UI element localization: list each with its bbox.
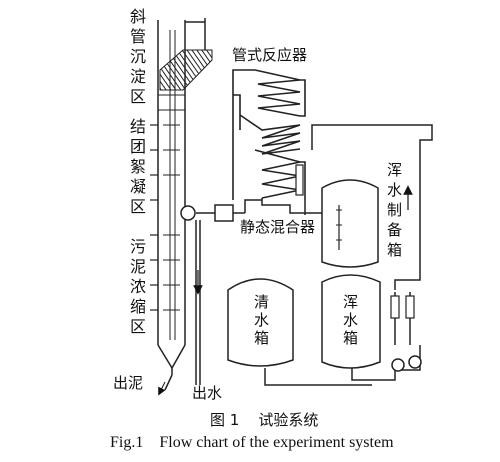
static-mixer-label: 静态混合器 xyxy=(240,218,315,236)
zone-label-sloped-tube-4: 淀 xyxy=(130,67,146,86)
caption-chinese: 图 1 试验系统 xyxy=(210,411,318,429)
zone-label-sloped-tube-2: 管 xyxy=(130,27,146,46)
zone-label-sloped-tube-1: 斜 xyxy=(130,7,146,26)
turbid-tank-label-2: 水 xyxy=(343,311,358,329)
recirc-pipe xyxy=(311,124,433,290)
pump-left xyxy=(391,358,405,372)
water-outlet-label: 出水 xyxy=(192,384,222,402)
tube-reactor xyxy=(232,69,306,200)
prep-tank-label-4: 备 xyxy=(387,221,402,239)
pump-right xyxy=(408,355,422,369)
zone-label-flocculation-5: 区 xyxy=(130,197,146,216)
zone-label-sludge-2: 泥 xyxy=(130,257,146,276)
prep-tank-label-1: 浑 xyxy=(387,161,402,179)
flow-meter-left xyxy=(390,295,400,319)
zone-label-sludge-4: 缩 xyxy=(130,297,146,316)
sludge-arrow xyxy=(158,381,166,396)
column-rungs xyxy=(158,94,185,311)
clean-water-tank xyxy=(227,278,294,367)
zone-label-flocculation-3: 絮 xyxy=(130,157,146,176)
zone-label-sludge-1: 污 xyxy=(130,237,146,256)
prep-tank-label-2: 水 xyxy=(387,181,402,199)
turbid-water-prep-tank xyxy=(321,179,379,268)
zone-label-sloped-tube-3: 沉 xyxy=(130,47,146,66)
flow-meter-right xyxy=(405,295,415,319)
sampling-taps xyxy=(150,124,158,311)
caption-english: Fig.1 Flow chart of the experiment syste… xyxy=(110,434,394,451)
zone-label-sloped-tube-5: 区 xyxy=(130,87,146,106)
sludge-outlet-pipe xyxy=(164,374,173,391)
prep-tank-ticks xyxy=(336,209,342,241)
zone-label-flocculation-2: 团 xyxy=(130,137,146,156)
prep-tank-label-3: 制 xyxy=(387,201,402,219)
tube-reactor-label: 管式反应器 xyxy=(232,46,307,64)
sludge-outlet-label: 出泥 xyxy=(113,374,143,392)
zone-label-flocculation-1: 结 xyxy=(130,117,146,136)
feed-pipes xyxy=(196,198,330,222)
column-inlet xyxy=(180,205,196,221)
water-outlet-pipe xyxy=(195,220,201,385)
zone-label-flocculation-4: 凝 xyxy=(130,177,146,196)
clean-tank-label-1: 清 xyxy=(254,293,269,311)
turbid-tank-label-1: 浑 xyxy=(343,293,358,311)
inclined-tube-settler xyxy=(159,49,213,91)
turbid-tank-label-3: 箱 xyxy=(343,329,358,347)
turbid-water-tank xyxy=(321,274,381,369)
clean-tank-label-2: 水 xyxy=(254,311,269,329)
zone-label-sludge-5: 区 xyxy=(130,317,146,336)
clean-tank-label-3: 箱 xyxy=(254,329,269,347)
zone-label-sludge-3: 浓 xyxy=(130,277,146,296)
prep-tank-label-5: 箱 xyxy=(387,241,402,259)
flow-meter xyxy=(295,164,304,196)
